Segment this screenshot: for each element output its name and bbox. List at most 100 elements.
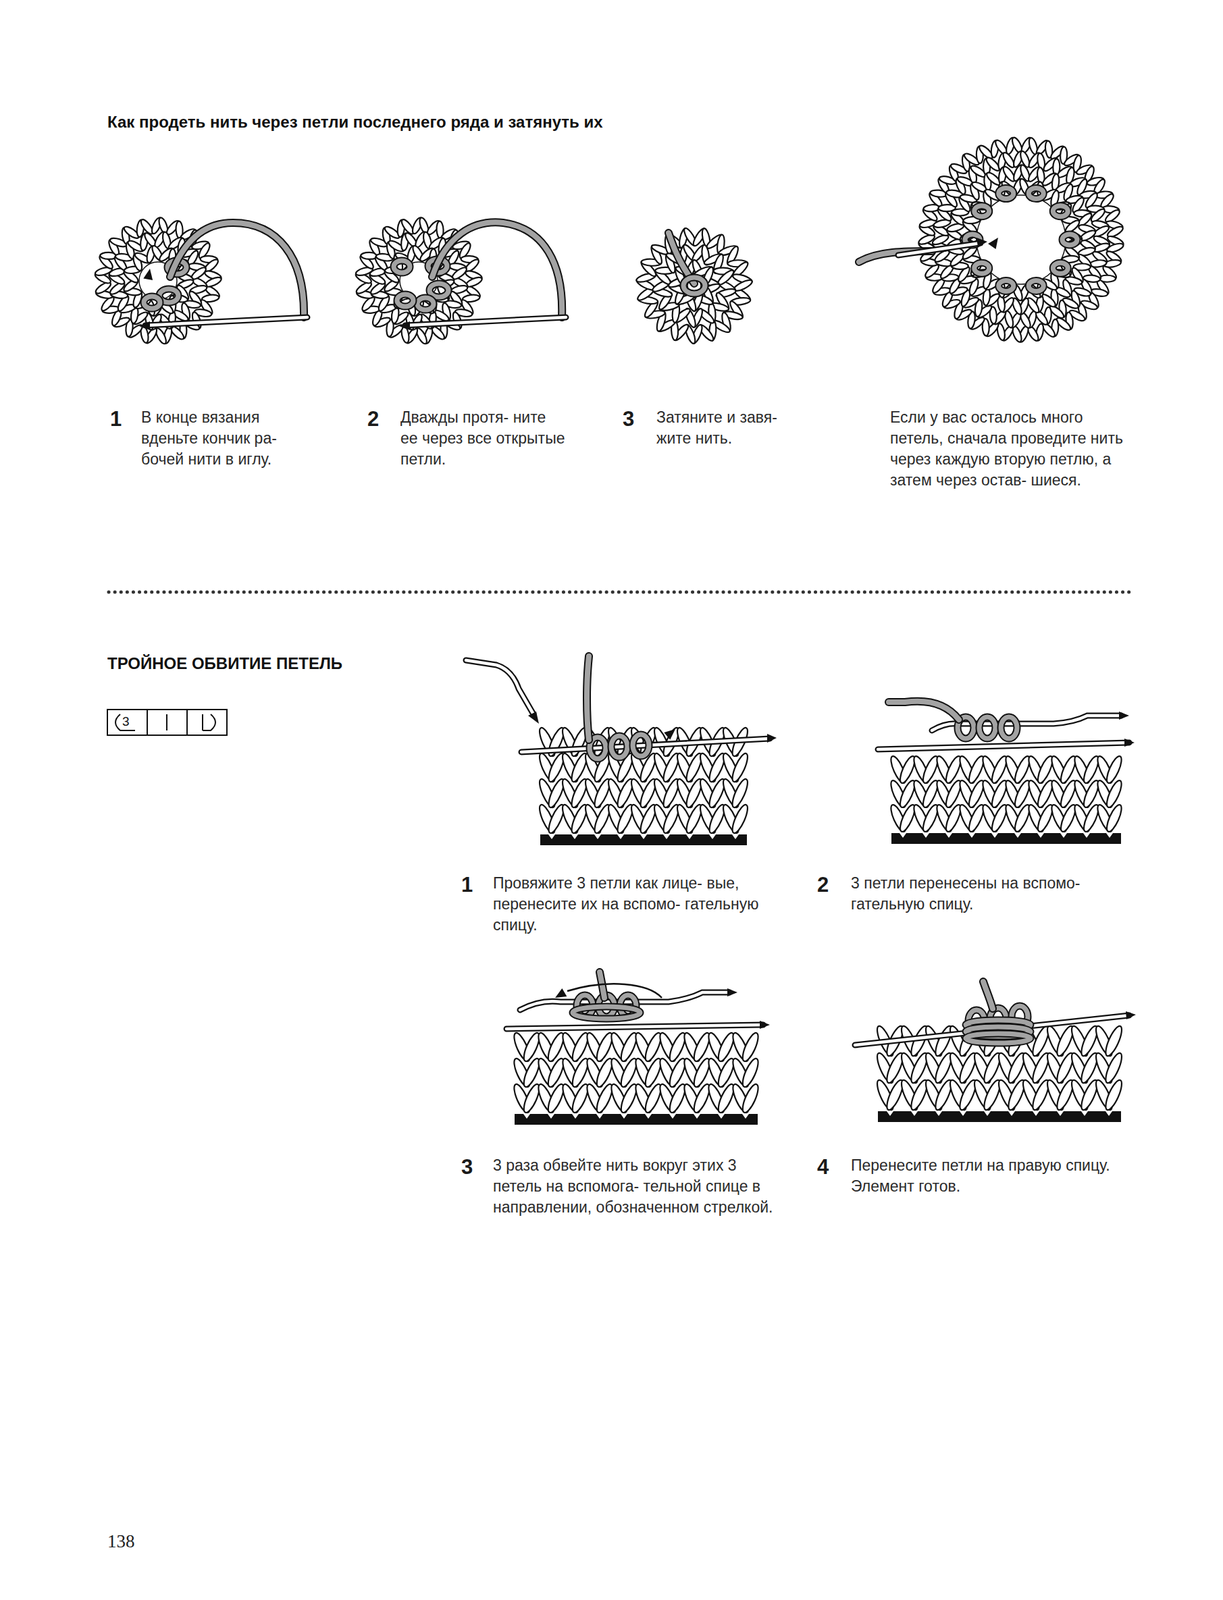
band-notch [1060,833,1068,839]
needle-tip [399,321,410,331]
yarn-loop [1028,188,1044,200]
yarn-loop-outline [632,734,649,757]
symbol-stitch [201,714,204,731]
symbol-arc [202,714,216,731]
yarn-loop-outline [429,283,449,298]
step-number: 1 [461,873,473,897]
band-notch [693,1114,701,1120]
yarn-loop [417,297,434,310]
step-number: 3 [622,407,635,431]
band-notch [686,834,693,840]
stitch-leaf [628,725,650,758]
step-text: Дважды протя- ните ее через все открытые… [400,407,566,471]
needle [465,660,534,715]
yarn-loop [1028,280,1044,292]
stitch-leaf [739,1082,762,1115]
yarn-loop [998,188,1014,200]
yarn-loop [393,260,410,273]
yarn-loop-outline [417,297,434,310]
needle-tip [767,734,777,743]
arrow-head [143,268,155,281]
band-notch [717,1114,725,1120]
band-notch [548,834,556,840]
step-number: 2 [817,873,829,897]
stitch-leaf [729,751,751,784]
band-notch [669,1114,676,1120]
arrow-head [553,988,568,1003]
needle-outline [506,1025,764,1030]
band-notch [1008,1111,1016,1117]
yarn-outline [983,981,993,1009]
step-number: 1 [110,407,122,431]
yarn-loop-outline [1052,262,1068,274]
band-notch [1014,833,1022,839]
yarn-loop-outline [1028,280,1044,292]
step-number: 4 [817,1156,829,1180]
yarn-loop-outline [143,296,161,309]
section-heading: ТРОЙНОЕ ОБВИТИЕ ПЕТЕЛЬ [107,653,343,674]
needle-tip [759,1021,770,1030]
yarn-loop [572,1006,641,1020]
yarn-loop [1000,717,1018,739]
symbol-stitch [166,714,168,731]
symbol-frame [107,709,227,736]
band-notch [983,1111,991,1117]
needle-outline [898,243,981,256]
stitch-leaf [739,1056,762,1090]
band-notch [571,1114,579,1120]
yarn-loop-outline [1028,188,1044,200]
band-notch [1037,833,1045,839]
stitch-leaf [1104,779,1125,810]
yarn-loop [397,294,414,307]
stitch-leaf [739,1031,762,1064]
band-notch [1083,833,1090,839]
band-notch [935,1111,943,1117]
yarn-outline [586,656,589,741]
symbol-arc [115,714,136,731]
yarn-loop-outline [611,736,628,758]
yarn-loop [965,1033,1031,1044]
yarn [888,701,959,720]
band-notch [886,1111,894,1117]
yarn-outline [888,701,959,720]
step-text: 3 раза обвейте нить вокруг этих 3 петель… [492,1155,780,1219]
yarn-loop [429,283,449,298]
yarn [432,222,562,318]
yarn-loop [998,280,1014,292]
arrow-head [987,235,1003,250]
band-notch [968,833,976,839]
knitted-ring [634,226,753,346]
yarn-loop [143,296,161,309]
band-notch [1032,1111,1040,1117]
needle-tip [727,988,738,997]
needle-outline [877,742,1130,750]
cast-on-band [540,834,747,846]
yarn-loop-outline [393,260,410,273]
yarn-loop-outline [998,188,1014,200]
needle [506,1025,764,1030]
needle-tip [1124,738,1135,747]
band-notch [991,833,999,839]
yarn-loop-outline [979,717,996,739]
step-text: В конце вязания вденьте кончик ра- бочей… [141,407,319,471]
stitch-leaf [1104,803,1125,835]
band-notch [1081,1111,1088,1117]
yarn-loop [974,205,990,217]
yarn-loop-outline [1062,234,1078,246]
needle [877,742,1130,750]
page-heading: Как продеть нить через петли последнего … [107,112,604,133]
needle-tip [1125,1011,1136,1020]
stitch-leaf [1104,755,1125,786]
step-text: Если у вас осталось много петель, сначал… [890,407,1135,491]
band-notch [709,834,716,840]
yarn [170,222,304,318]
needle [145,317,308,326]
band-notch [640,834,647,840]
knitted-ring [917,136,1126,344]
yarn-loop-outline [1052,205,1068,217]
yarn-loop-outline [974,205,990,217]
cast-on-band [877,1111,1122,1123]
symbol-number: 3 [122,714,130,730]
